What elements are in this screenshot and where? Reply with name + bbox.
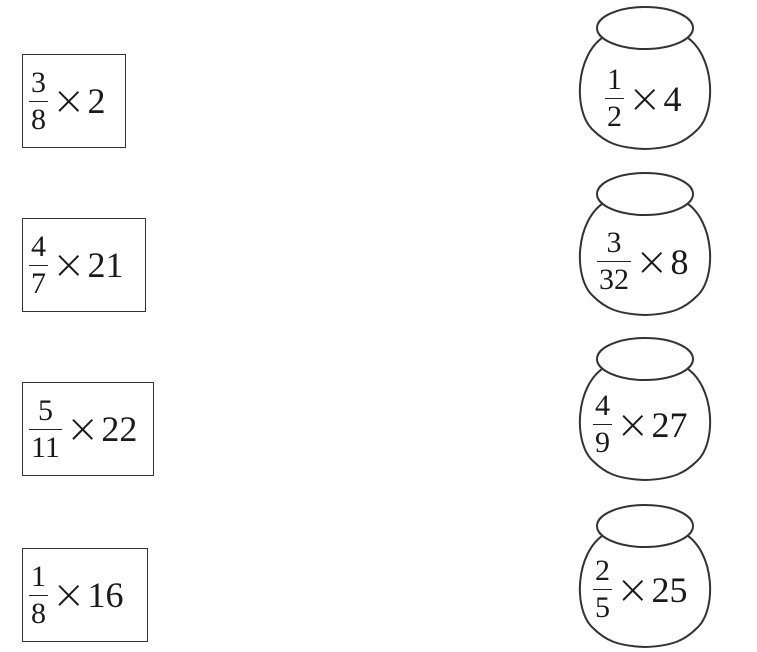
numerator: 3 — [606, 226, 622, 259]
expression-box-1[interactable]: 3 8 × 2 — [22, 54, 126, 148]
multiplier: 16 — [87, 575, 124, 615]
expression: 1 8 × 16 — [29, 559, 124, 630]
pot-2[interactable]: 3 32 × 8 — [565, 168, 725, 318]
fraction: 3 8 — [29, 65, 48, 136]
multiplier: 25 — [651, 569, 688, 610]
fraction-bar — [593, 424, 612, 425]
fraction: 4 7 — [29, 229, 48, 300]
expression-box-3[interactable]: 5 11 × 22 — [22, 382, 154, 476]
numerator: 3 — [31, 65, 46, 99]
times-sign: × — [628, 75, 662, 122]
numerator: 5 — [37, 393, 53, 427]
times-sign: × — [616, 401, 650, 448]
expression: 2 5 × 25 — [593, 556, 688, 623]
times-sign: × — [52, 242, 86, 288]
fraction-bar — [605, 98, 624, 99]
multiplier: 8 — [670, 241, 689, 282]
multiplier: 21 — [87, 245, 124, 285]
times-sign: × — [52, 572, 86, 618]
denominator: 8 — [31, 102, 46, 136]
pot-outline-icon — [578, 337, 712, 482]
denominator: 9 — [595, 426, 610, 459]
expression-box-2[interactable]: 4 7 × 21 — [22, 218, 146, 312]
expression-box-4[interactable]: 1 8 × 16 — [22, 548, 148, 642]
pot-outline-icon — [578, 504, 712, 649]
fraction-bar — [29, 100, 48, 102]
pot-1[interactable]: 1 2 × 4 — [565, 2, 725, 152]
fraction: 1 2 — [605, 65, 624, 132]
pot-outline-icon — [578, 172, 712, 317]
times-sign: × — [65, 406, 100, 452]
denominator: 5 — [595, 591, 610, 624]
times-sign: × — [635, 238, 669, 285]
fraction: 3 32 — [597, 228, 631, 295]
expression: 3 8 × 2 — [29, 65, 106, 136]
expression: 4 9 × 27 — [593, 391, 688, 458]
fraction: 4 9 — [593, 391, 612, 458]
expression: 3 32 × 8 — [597, 228, 689, 295]
denominator: 2 — [607, 100, 622, 133]
multiplier: 4 — [663, 78, 682, 119]
denominator: 32 — [599, 263, 629, 296]
fraction-bar — [29, 594, 48, 596]
numerator: 1 — [31, 559, 46, 593]
multiplier: 22 — [101, 409, 138, 449]
expression: 5 11 × 22 — [29, 393, 138, 464]
times-sign: × — [616, 566, 650, 613]
numerator: 4 — [595, 389, 610, 422]
fraction: 2 5 — [593, 556, 612, 623]
denominator: 7 — [31, 266, 46, 300]
pot-outline-icon — [578, 6, 712, 151]
expression: 1 2 × 4 — [605, 65, 682, 132]
fraction-bar — [597, 261, 631, 262]
denominator: 11 — [31, 430, 60, 464]
fraction: 5 11 — [29, 393, 62, 464]
pot-4[interactable]: 2 5 × 25 — [565, 500, 725, 650]
times-sign: × — [52, 78, 86, 124]
numerator: 2 — [595, 554, 610, 587]
fraction: 1 8 — [29, 559, 48, 630]
pot-3[interactable]: 4 9 × 27 — [565, 333, 725, 483]
fraction-bar — [29, 264, 48, 266]
multiplier: 2 — [87, 81, 106, 121]
numerator: 4 — [31, 229, 46, 263]
fraction-bar — [593, 589, 612, 590]
fraction-bar — [29, 428, 62, 430]
numerator: 1 — [607, 63, 622, 96]
multiplier: 27 — [651, 404, 688, 445]
denominator: 8 — [31, 596, 46, 630]
expression: 4 7 × 21 — [29, 229, 124, 300]
